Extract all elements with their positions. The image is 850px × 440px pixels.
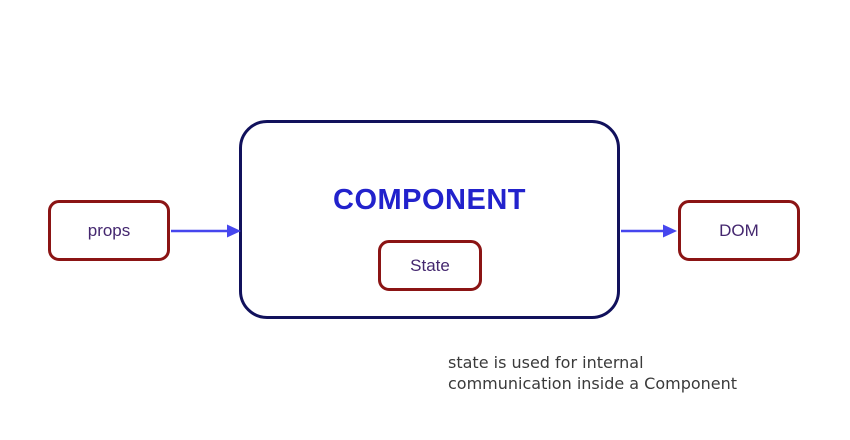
props-box: props (48, 200, 170, 261)
state-box: State (378, 240, 482, 291)
component-title: COMPONENT (333, 184, 526, 216)
props-to-component-arrow-icon (171, 224, 241, 238)
caption: state is used for internal communication… (448, 352, 737, 394)
dom-box: DOM (678, 200, 800, 261)
component-to-dom-arrow-icon (621, 224, 677, 238)
props-label: props (87, 220, 131, 240)
caption-line-1: state is used for internal (448, 353, 644, 372)
state-label: State (410, 255, 450, 275)
dom-label: DOM (719, 220, 759, 240)
caption-line-2: communication inside a Component (448, 374, 738, 393)
